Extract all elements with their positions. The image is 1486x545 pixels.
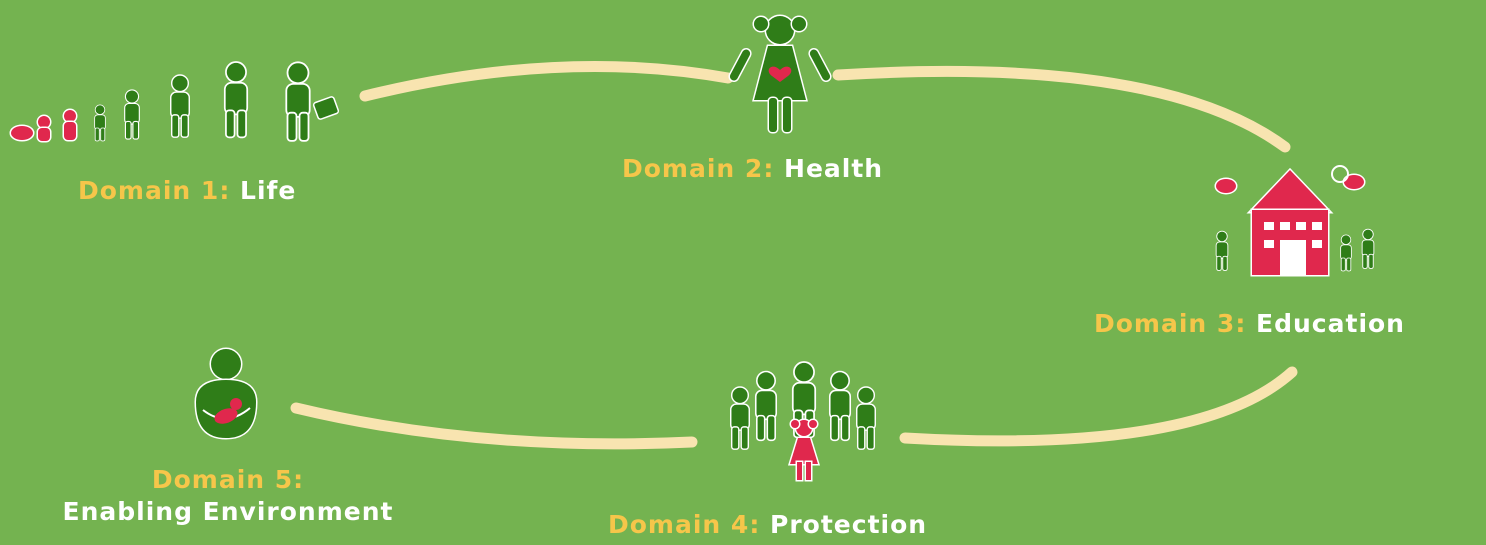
connector-3-4	[899, 366, 1298, 447]
domain-1-prefix: Domain 1:	[78, 176, 231, 205]
domain-3-label: Domain 3: Education	[1094, 308, 1405, 340]
domain-5-prefix: Domain 5:	[151, 465, 305, 494]
domain-2-prefix: Domain 2:	[622, 154, 775, 183]
domain-2-label: Domain 2: Health	[622, 153, 883, 185]
connectors	[290, 60, 1298, 450]
domain-4-prefix: Domain 4:	[608, 510, 761, 539]
domain-5-label: Domain 5: Enabling Environment	[18, 464, 438, 528]
domain-1-name: Life	[240, 176, 297, 205]
domain-5-name: Enabling Environment	[62, 497, 394, 526]
connector-4-5	[290, 402, 698, 450]
domain-4-label: Domain 4: Protection	[608, 509, 927, 541]
family-group-icon	[730, 361, 876, 482]
caregiver-baby-icon	[194, 347, 258, 440]
school-icon	[1214, 165, 1375, 277]
domain-3-prefix: Domain 3:	[1094, 309, 1247, 338]
domain-4-name: Protection	[770, 510, 928, 539]
domain-2-name: Health	[784, 154, 884, 183]
domain-1-label: Domain 1: Life	[78, 175, 296, 207]
girl-heart-icon	[728, 14, 832, 134]
connector-2-3	[832, 65, 1291, 153]
connector-1-2	[359, 60, 734, 102]
life-stages-icon	[9, 61, 340, 143]
domain-3-name: Education	[1256, 309, 1405, 338]
